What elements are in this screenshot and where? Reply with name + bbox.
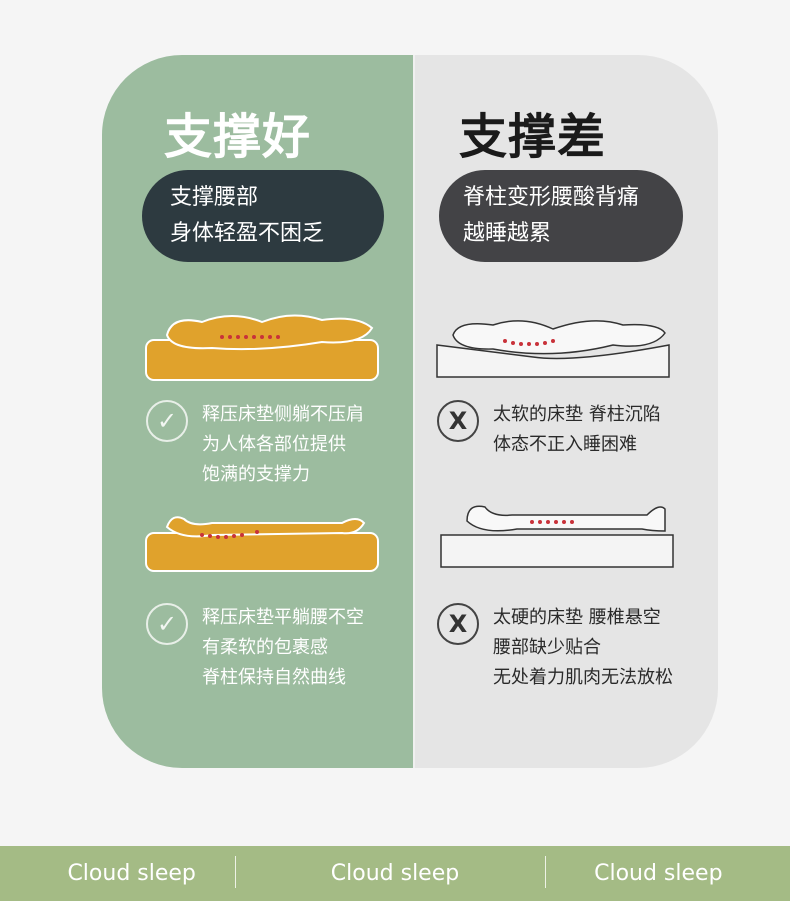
- summary-line: 身体轻盈不困乏: [170, 221, 325, 246]
- good-summary: 支撑腰部 身体轻盈不困乏: [142, 170, 384, 262]
- brand-label: Cloud sleep: [594, 861, 723, 886]
- x-icon: X: [437, 603, 479, 645]
- footer-divider: [235, 856, 236, 888]
- bad-title: 支撑差: [459, 109, 607, 165]
- good-point-1: ✓ 释压床垫侧躺不压肩为人体各部位提供饱满的支撑力: [146, 400, 364, 490]
- point-line: 太硬的床垫 腰椎悬空: [493, 607, 661, 628]
- bad-point-2: X 太硬的床垫 腰椎悬空腰部缺少贴合无处着力肌肉无法放松: [437, 603, 673, 693]
- summary-line: 支撑腰部: [170, 185, 259, 210]
- brand-label: Cloud sleep: [67, 861, 196, 886]
- point-line: 为人体各部位提供: [202, 434, 346, 455]
- hard-mattress-figure: [440, 505, 674, 568]
- check-icon: ✓: [146, 400, 188, 442]
- point-line: 太软的床垫 脊柱沉陷: [493, 404, 661, 425]
- check-icon: ✓: [146, 603, 188, 645]
- point-line: 有柔软的包裹感: [202, 637, 328, 658]
- point-line: 释压床垫平躺腰不空: [202, 607, 364, 628]
- footer-band: Cloud sleep Cloud sleep Cloud sleep: [0, 846, 790, 901]
- summary-line: 越睡越累: [463, 221, 552, 246]
- bad-point-1: X 太软的床垫 脊柱沉陷体态不正入睡困难: [437, 400, 661, 460]
- comparison-card: 支撑好 支撑腰部 身体轻盈不困乏 ✓ 释压床垫侧躺不压肩为人体各部位提供饱满的支…: [102, 55, 718, 768]
- point-line: 无处着力肌肉无法放松: [493, 667, 673, 688]
- point-line: 释压床垫侧躺不压肩: [202, 404, 364, 425]
- good-support-panel: 支撑好 支撑腰部 身体轻盈不困乏 ✓ 释压床垫侧躺不压肩为人体各部位提供饱满的支…: [102, 55, 413, 768]
- brand-label: Cloud sleep: [330, 861, 460, 886]
- good-title: 支撑好: [164, 109, 312, 165]
- summary-line: 脊柱变形腰酸背痛: [463, 185, 640, 210]
- point-line: 腰部缺少贴合: [493, 637, 601, 658]
- poor-support-panel: 支撑差 脊柱变形腰酸背痛 越睡越累 X 太软的床垫 脊柱沉陷体态不正入睡困难 X…: [413, 55, 718, 768]
- back-sleeper-figure: [145, 516, 379, 572]
- point-line: 饱满的支撑力: [202, 464, 310, 485]
- bad-summary: 脊柱变形腰酸背痛 越睡越累: [439, 170, 683, 262]
- point-line: 体态不正入睡困难: [493, 434, 637, 455]
- point-line: 脊柱保持自然曲线: [202, 667, 346, 688]
- good-point-2: ✓ 释压床垫平躺腰不空有柔软的包裹感脊柱保持自然曲线: [146, 603, 364, 693]
- footer-divider: [545, 856, 546, 888]
- x-icon: X: [437, 400, 479, 442]
- soft-mattress-figure: [436, 320, 670, 378]
- side-sleeper-figure: [145, 314, 379, 381]
